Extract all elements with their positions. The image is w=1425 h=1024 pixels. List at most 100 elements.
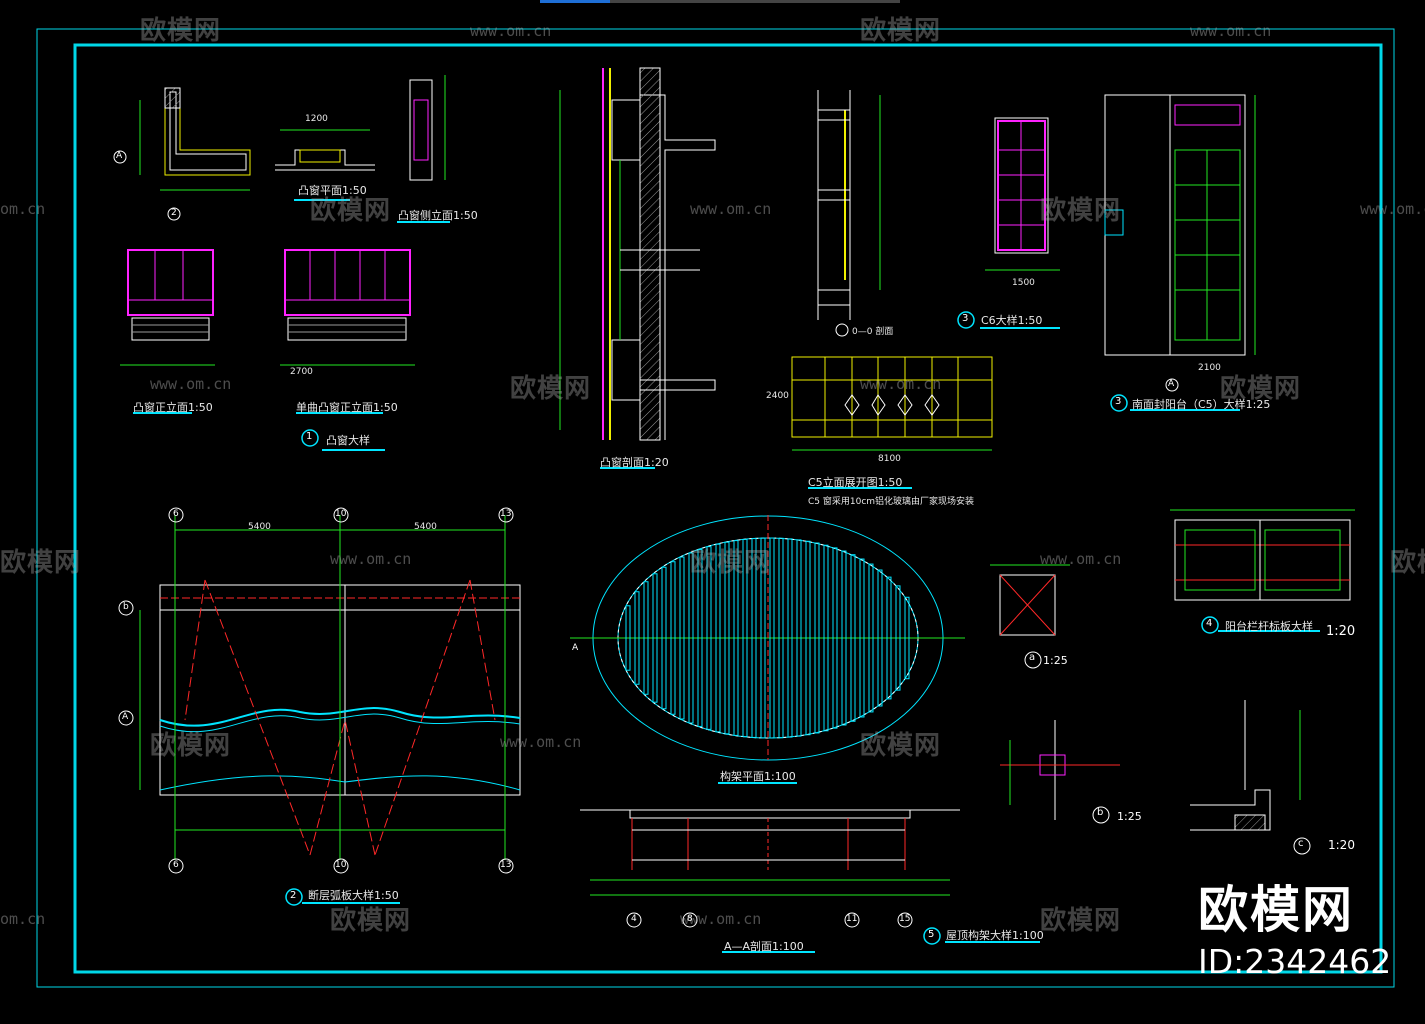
watermark-text: 欧模网 xyxy=(510,374,592,404)
sheet-inner-border xyxy=(73,43,1383,974)
watermark-url: www.om.cn xyxy=(860,375,942,393)
scale-railing: 1:20 xyxy=(1326,624,1356,639)
frame-slat xyxy=(715,543,721,733)
brand-logo-text: 欧模网 xyxy=(1198,881,1354,939)
bay-window-front xyxy=(120,249,215,366)
section-mark-a: A xyxy=(572,643,579,653)
grid-axis-6-bottom: 6 xyxy=(173,860,179,870)
frame-slat xyxy=(688,552,694,724)
node-label-c: c xyxy=(1298,838,1304,849)
title-single-bay-front: 单曲凸窗正立面1:50 xyxy=(296,401,398,414)
detail-number-5: 5 xyxy=(928,929,935,940)
frame-slat xyxy=(670,561,676,715)
tab-strip xyxy=(610,0,900,3)
node-c xyxy=(1190,700,1301,831)
frame-slat xyxy=(733,540,739,736)
active-tab-indicator xyxy=(540,0,610,3)
frame-slat xyxy=(841,550,847,726)
railing-detail xyxy=(1170,509,1355,601)
grid-axis-8: 8 xyxy=(687,914,693,924)
grid-axis-10-bottom: 10 xyxy=(335,860,347,870)
grid-axis-circles xyxy=(118,323,1179,928)
watermark-text: 欧模网 xyxy=(150,731,232,761)
title-south-balcony: 南面封阳台（C5）大样1:25 xyxy=(1132,398,1271,411)
frame-slat xyxy=(751,538,757,738)
brand-id-label: ID:2342462 xyxy=(1198,942,1392,981)
title-bay-window-plan: 凸窗平面1:50 xyxy=(298,184,367,197)
frame-slat xyxy=(796,539,802,737)
node-b xyxy=(1000,720,1120,820)
south-balcony-c5 xyxy=(1104,94,1256,356)
title-roof-frame: 屋顶构架大样1:100 xyxy=(946,929,1044,942)
grid-axis-a: A xyxy=(122,712,129,722)
corner-plan-detail xyxy=(113,87,251,221)
watermark-url: www.om.cn xyxy=(1360,200,1425,218)
c5-elevation xyxy=(791,356,993,451)
title-bay-window-section: 凸窗剖面1:20 xyxy=(600,456,669,469)
frame-slat xyxy=(742,538,748,738)
bay-window-section xyxy=(559,67,716,441)
watermark-url: www.om.cn xyxy=(330,550,412,568)
frame-slat xyxy=(805,540,811,736)
frame-slat xyxy=(850,554,856,722)
single-bay-front xyxy=(280,249,415,366)
watermark-url: om.cn xyxy=(0,910,46,928)
title-bay-window-detail: 凸窗大样 xyxy=(326,434,370,447)
bay-window-side xyxy=(409,75,446,181)
watermark-text: 欧模网 xyxy=(860,731,942,761)
grid-axis-a-balcony: A xyxy=(1168,379,1175,389)
detail-number-3a: 3 xyxy=(962,313,969,324)
watermark-text: 欧模网 xyxy=(330,906,412,936)
scale-node-a: 1:25 xyxy=(1043,654,1068,667)
aa-section xyxy=(580,809,960,896)
detail-number-4: 4 xyxy=(1206,618,1213,629)
title-c5-elevation: C5立面展开图1:50 xyxy=(808,476,903,489)
frame-slat xyxy=(904,596,910,680)
frame-slat xyxy=(643,581,649,695)
sheet-outer-border xyxy=(36,28,1395,988)
caption-underlines xyxy=(133,199,1320,953)
detail-number-2: 2 xyxy=(290,890,297,901)
title-section-00: 0—0 剖面 xyxy=(852,327,894,337)
watermark-url: om.cn xyxy=(0,200,46,218)
grid-axis-2: 2 xyxy=(171,208,177,218)
frame-slat xyxy=(634,591,640,685)
grid-axis-13-top: 13 xyxy=(500,509,512,519)
frame-slat xyxy=(625,605,631,671)
watermark-text: 欧模网 xyxy=(1390,548,1425,578)
node-label-b: b xyxy=(1097,807,1104,818)
detail-circles xyxy=(285,311,1219,945)
watermark-url: www.om.cn xyxy=(690,200,772,218)
dim-2100: 2100 xyxy=(1198,363,1221,373)
watermark-url: www.om.cn xyxy=(470,22,552,40)
watermark-text: 欧模网 xyxy=(310,196,392,226)
watermark-url: www.om.cn xyxy=(150,375,232,393)
frame-slat xyxy=(886,576,892,700)
frame-slat xyxy=(679,556,685,720)
watermark-text: 欧模网 xyxy=(1220,374,1302,404)
dim-2400: 2400 xyxy=(766,391,789,401)
frame-slat xyxy=(652,573,658,703)
frame-slat xyxy=(895,585,901,691)
frame-slat xyxy=(706,546,712,730)
node-label-a: a xyxy=(1029,652,1036,663)
frame-slat xyxy=(778,537,784,739)
frame-slat xyxy=(697,549,703,727)
grid-axis-11: 11 xyxy=(846,914,858,924)
frame-slat xyxy=(814,542,820,734)
watermark-url: www.om.cn xyxy=(500,733,582,751)
title-frame-plan: 构架平面1:100 xyxy=(720,770,796,783)
watermark-text: 欧模网 xyxy=(1040,196,1122,226)
watermark-text: 欧模网 xyxy=(690,548,772,578)
title-c6-detail: C6大样1:50 xyxy=(981,314,1043,327)
frame-slat xyxy=(724,541,730,735)
section-00 xyxy=(817,90,881,320)
frame-slat xyxy=(769,537,775,739)
title-bay-window-front: 凸窗正立面1:50 xyxy=(133,401,213,414)
dim-2700: 2700 xyxy=(290,367,313,377)
frame-plan xyxy=(570,515,965,761)
scale-node-c: 1:20 xyxy=(1328,838,1355,852)
title-bay-window-side: 凸窗侧立面1:50 xyxy=(398,209,478,222)
